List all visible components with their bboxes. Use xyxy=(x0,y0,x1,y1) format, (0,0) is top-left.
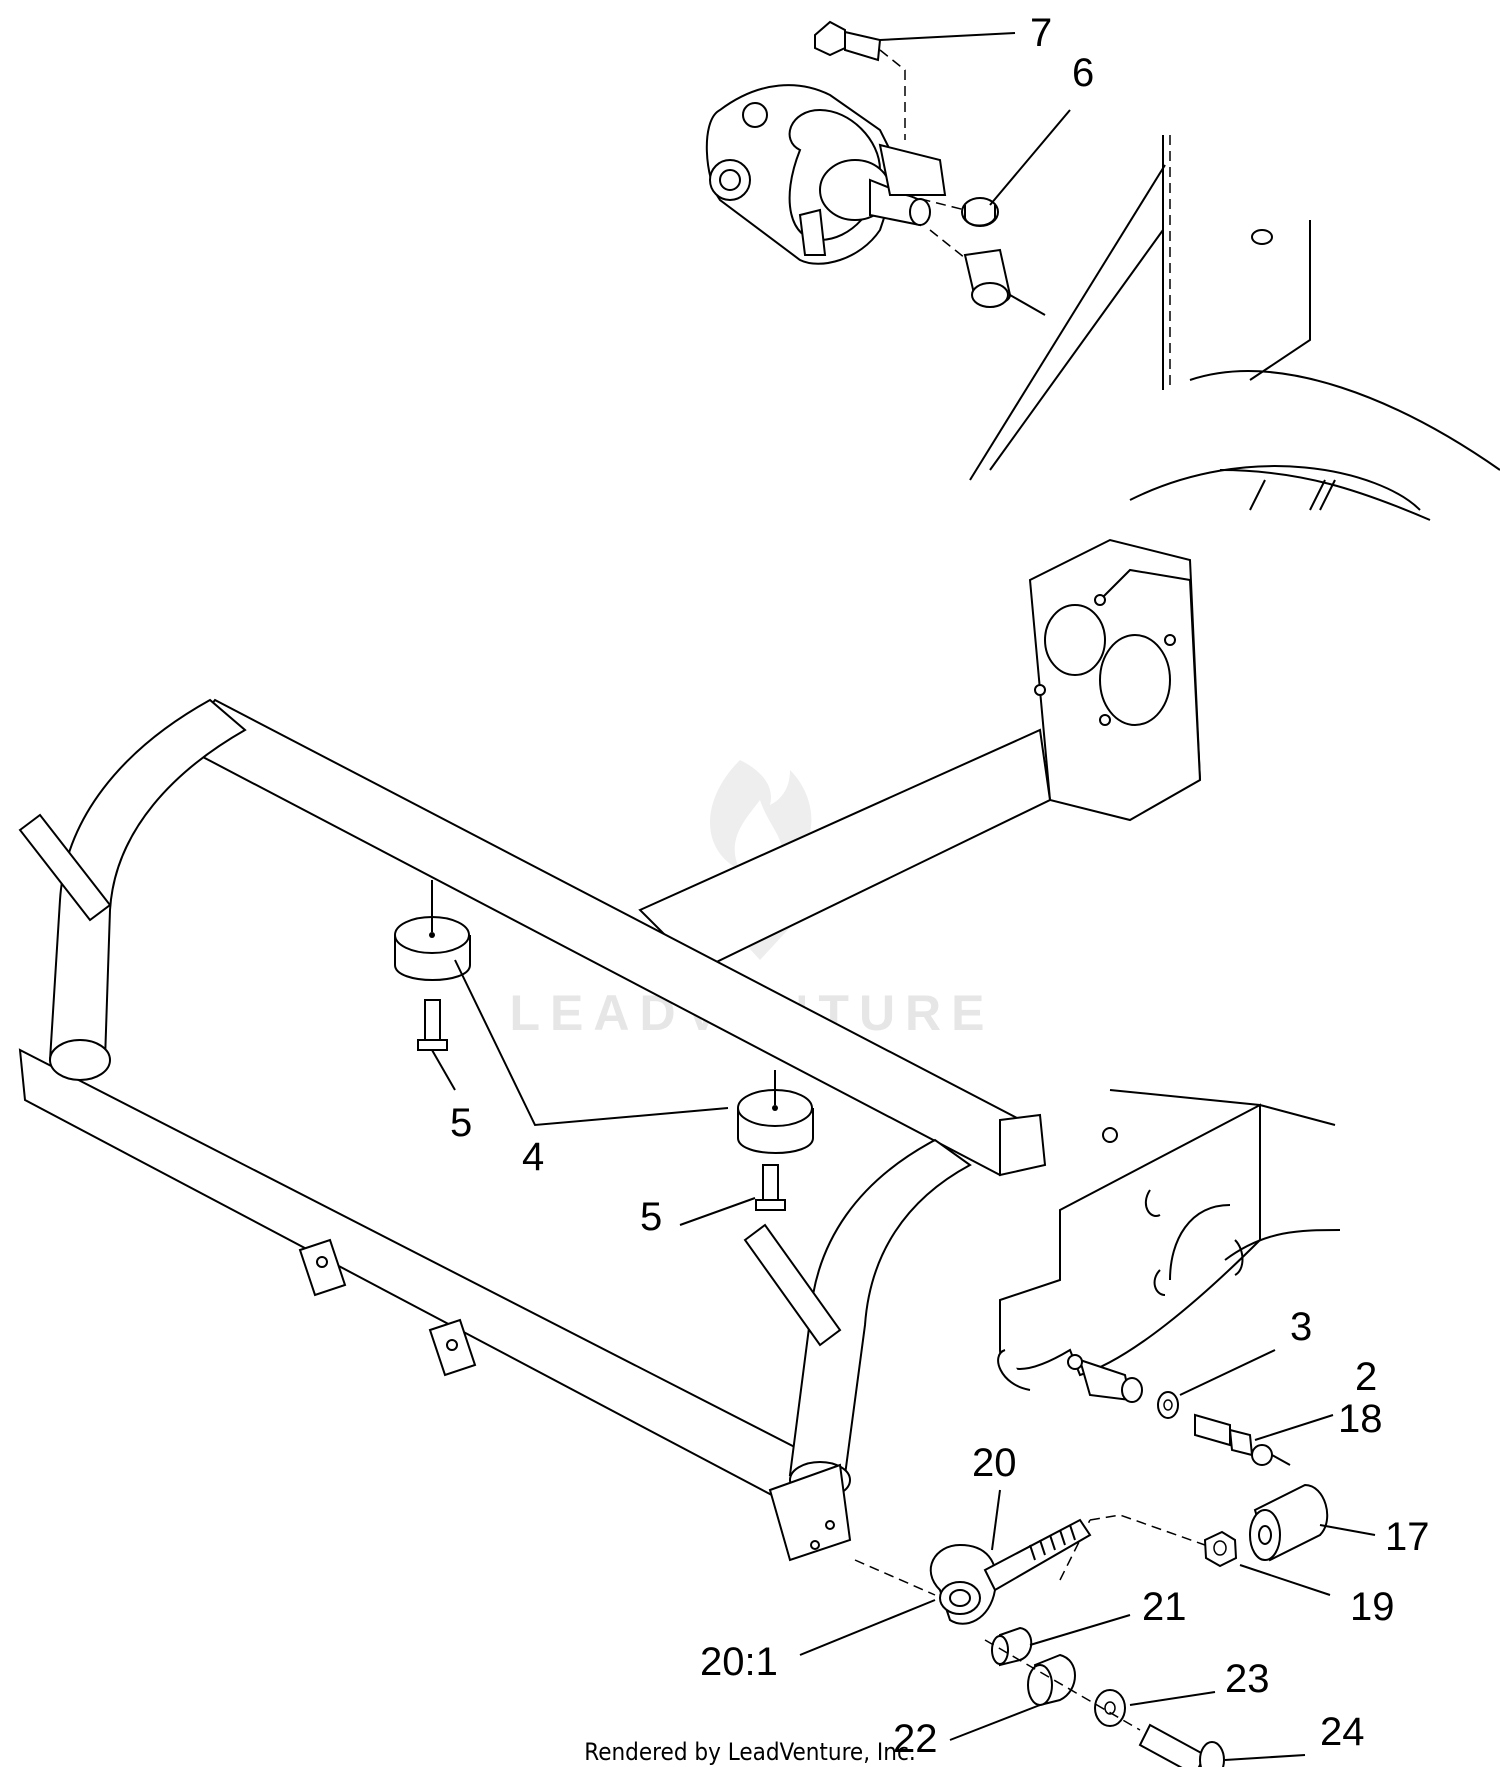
pivot-assembly xyxy=(854,1089,1341,1767)
leader-lines xyxy=(431,32,1376,1761)
callout-23: 23 xyxy=(1225,1657,1270,1701)
callout-5-lower: 5 xyxy=(640,1195,662,1239)
screw-upper xyxy=(417,999,448,1051)
callout-4: 4 xyxy=(522,1135,544,1179)
callout-20-1: 20:1 xyxy=(700,1640,778,1684)
screw-lower xyxy=(755,1164,786,1211)
callout-3: 3 xyxy=(1290,1305,1312,1349)
callout-20: 20 xyxy=(972,1441,1017,1485)
callout-6: 6 xyxy=(1072,51,1094,95)
callout-2: 2 xyxy=(1355,1355,1377,1399)
callout-18: 18 xyxy=(1338,1397,1383,1441)
callout-22: 22 xyxy=(893,1717,938,1761)
callout-24: 24 xyxy=(1320,1710,1365,1754)
callouts: 7 6 5 4 5 3 2 18 20 17 19 21 20:1 23 22 … xyxy=(450,11,1430,1761)
footer-credit: Rendered by LeadVenture, Inc. xyxy=(584,1738,915,1766)
callout-7: 7 xyxy=(1030,11,1052,55)
callout-17: 17 xyxy=(1385,1515,1430,1559)
callout-19: 19 xyxy=(1350,1585,1395,1629)
axle-frame xyxy=(18,538,1202,1562)
motor-assembly xyxy=(705,20,1500,521)
rubber-mount-lower xyxy=(737,1070,814,1154)
rubber-mount-upper xyxy=(394,880,471,981)
callout-21: 21 xyxy=(1142,1585,1187,1629)
flame-logo-icon xyxy=(710,760,812,870)
callout-5-upper: 5 xyxy=(450,1101,472,1145)
